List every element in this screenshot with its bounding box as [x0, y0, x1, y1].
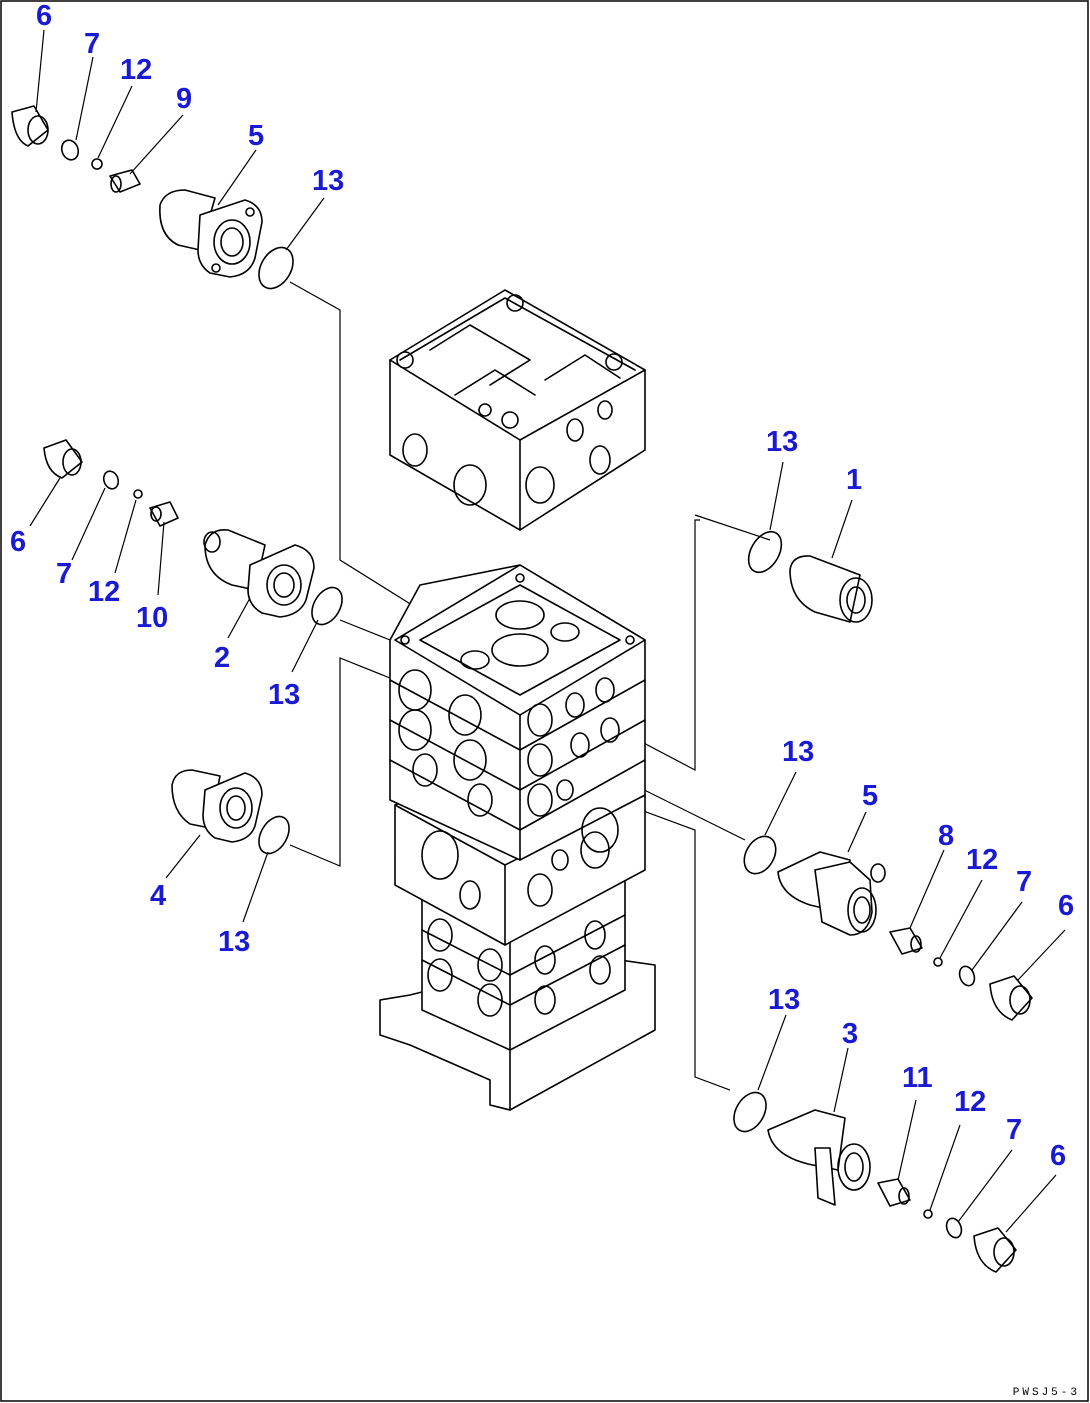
part-6-top-left	[11, 105, 49, 147]
part-2-mid-left	[203, 528, 315, 618]
callout-7-mid-right: 7	[1016, 866, 1033, 898]
main-valve-stack	[379, 564, 656, 1111]
callout-1: 1	[846, 464, 863, 496]
part-5-top-left	[159, 189, 263, 278]
callout-12-mid-right: 12	[966, 844, 999, 876]
callout-9: 9	[176, 83, 193, 115]
part-9-plug	[109, 169, 141, 193]
o-ring-13-lower-right	[733, 1091, 767, 1133]
callout-6-top-left: 6	[36, 0, 53, 32]
part-6-mid-left	[43, 439, 83, 479]
callout-10: 10	[136, 602, 169, 634]
part-5-mid-right	[777, 851, 886, 936]
callout-3: 3	[842, 1018, 859, 1050]
callout-2: 2	[214, 642, 231, 674]
part-7-top-left	[60, 139, 80, 161]
part-8-plug	[889, 927, 923, 955]
part-12-mid-left	[133, 489, 143, 499]
callout-6-bottom-right: 6	[1050, 1140, 1067, 1172]
callout-12-top-left: 12	[120, 54, 153, 86]
callout-13-mid-left: 13	[268, 679, 301, 711]
callout-13-mid-right: 13	[782, 736, 815, 768]
part-1-top-right	[789, 555, 873, 623]
callout-11: 11	[902, 1062, 933, 1094]
assembly-lines	[289, 281, 771, 1091]
o-ring-13-mid-right	[743, 835, 777, 875]
part-3-lower-right	[767, 1109, 871, 1206]
callout-7-mid-left: 7	[56, 558, 73, 590]
o-ring-13-mid-left	[311, 586, 343, 626]
callout-4: 4	[150, 880, 167, 912]
part-7-mid-left	[102, 470, 120, 490]
o-ring-13-lower-left	[258, 815, 290, 855]
callout-7-bottom-right: 7	[1006, 1114, 1023, 1146]
part-11-plug	[877, 1178, 911, 1207]
part-12-top-left	[91, 158, 103, 170]
callout-6-mid-left: 6	[10, 526, 27, 558]
part-4-lower-left	[171, 769, 263, 843]
part-6-mid-right	[989, 975, 1033, 1021]
part-7-mid-right	[958, 965, 976, 987]
callout-5-top-left: 5	[248, 120, 265, 152]
leader-lines	[29, 29, 1066, 1233]
part-12-mid-right	[933, 957, 943, 967]
callout-7-top-left: 7	[84, 28, 101, 60]
o-ring-13-top-left	[258, 246, 294, 290]
callout-12-mid-left: 12	[88, 576, 121, 608]
o-ring-13-top-right	[747, 530, 783, 574]
part-6-lower-right	[973, 1227, 1017, 1273]
drawing-code: PWSJ5-3	[1012, 1387, 1080, 1399]
part-12-lower-right	[923, 1209, 933, 1219]
part-7-lower-right	[945, 1217, 963, 1239]
callout-13-top-left: 13	[312, 165, 345, 197]
callout-12-bottom-right: 12	[954, 1086, 987, 1118]
callout-13-bottom-right: 13	[768, 984, 801, 1016]
callout-6-mid-right: 6	[1058, 890, 1075, 922]
callout-8: 8	[938, 820, 955, 852]
callout-13-bottom-left: 13	[218, 926, 251, 958]
top-valve-block	[389, 289, 646, 531]
callout-5-mid-right: 5	[862, 780, 879, 812]
callout-13-top-right: 13	[766, 426, 799, 458]
part-10-plug	[149, 501, 179, 527]
